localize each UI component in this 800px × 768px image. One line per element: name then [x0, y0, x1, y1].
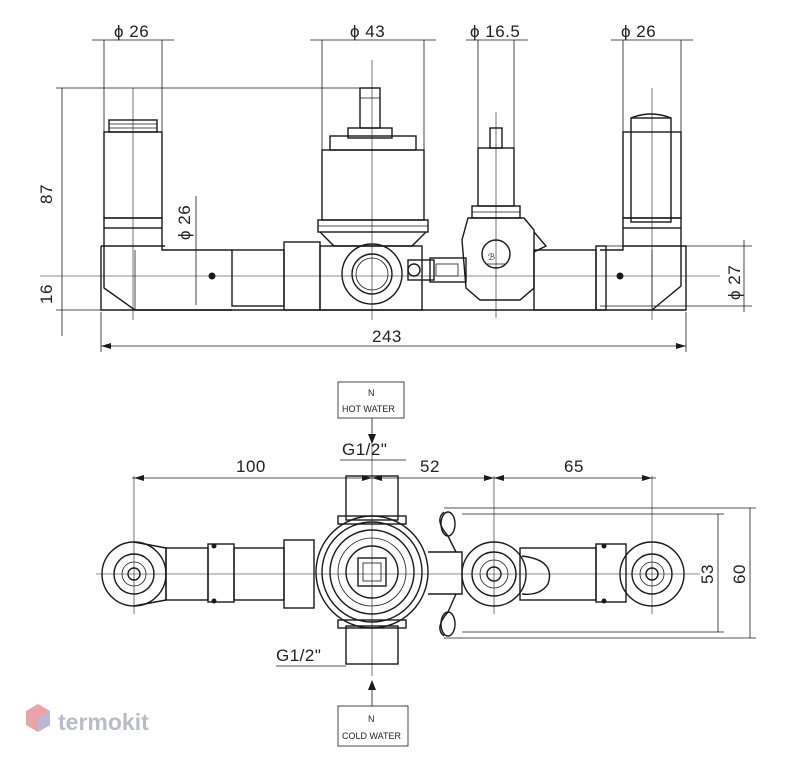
dim-53: 53 — [698, 564, 717, 584]
dim-65: 65 — [564, 457, 584, 476]
valve-marking: ℬ — [488, 252, 495, 262]
elevation-dimensions — [56, 39, 752, 352]
dim-total-length: 243 — [372, 327, 402, 346]
dim-dia-center: ϕ 43 — [350, 22, 385, 41]
thread-top-label: G1/2" — [342, 440, 387, 459]
hot-inlet-n: N — [368, 388, 375, 398]
brand-name: termokit — [58, 709, 149, 735]
elevation-dim-labels: ϕ 26 ϕ 43 ϕ 16.5 ϕ 26 87 16 ϕ 26 ϕ 27 24… — [37, 22, 744, 346]
hot-water-label: HOT WATER — [342, 404, 395, 414]
dim-100: 100 — [236, 457, 266, 476]
dim-60: 60 — [730, 564, 749, 584]
dim-height-16: 16 — [37, 284, 56, 304]
dim-dia-body: ϕ 27 — [725, 265, 744, 300]
cold-water-label: COLD WATER — [342, 731, 402, 741]
plan-dimensions — [132, 381, 756, 747]
dim-height-87: 87 — [37, 184, 56, 204]
cold-inlet-n: N — [368, 714, 375, 724]
elevation-view: ℬ — [40, 60, 720, 320]
dim-dia-left: ϕ 26 — [114, 22, 149, 41]
dim-dia-elbow: ϕ 26 — [175, 205, 194, 240]
plan-dim-labels: 100 52 65 53 60 G1/2" G1/2" N HOT WATER … — [236, 388, 749, 741]
dim-dia-valve: ϕ 16.5 — [470, 22, 520, 41]
dim-52: 52 — [420, 457, 440, 476]
thread-bottom-label: G1/2" — [276, 646, 321, 665]
dim-dia-right: ϕ 26 — [621, 22, 656, 41]
plan-view — [96, 440, 700, 676]
brand-watermark: termokit — [26, 704, 149, 735]
